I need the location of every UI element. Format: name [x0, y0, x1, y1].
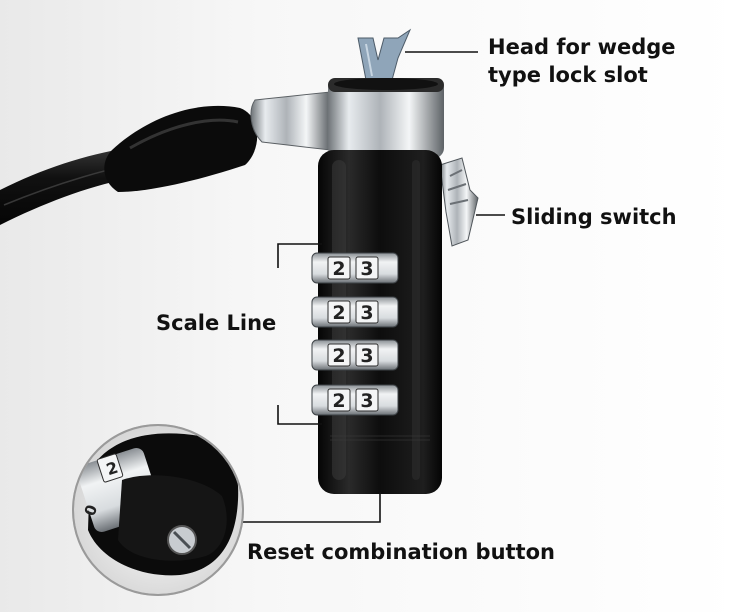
dial-digit: 2 — [332, 345, 345, 367]
grip-texture — [330, 435, 430, 441]
dial-digit: 3 — [360, 258, 373, 280]
dial-digit: 2 — [332, 302, 345, 324]
label-wedge-head: Head for wedge type lock slot — [488, 33, 676, 89]
combination-dials: 2 3 2 3 2 3 2 3 — [311, 252, 399, 416]
inset-dial-digit: 2 — [104, 458, 120, 480]
label-head-line1: Head for wedge — [488, 35, 676, 59]
label-scale-line: Scale Line — [156, 311, 277, 335]
label-head-line2: type lock slot — [488, 63, 648, 87]
reset-callout-line — [238, 492, 381, 523]
scale-line-callout-bottom — [277, 405, 322, 425]
clamp-bracket — [250, 91, 331, 151]
dial-digit: 3 — [360, 345, 373, 367]
dial-wheel[interactable]: 2 3 — [311, 296, 399, 328]
dial-digit: 2 — [332, 258, 345, 280]
dial-wheel[interactable]: 2 3 — [311, 339, 399, 371]
scale-line-callout-top — [277, 243, 322, 268]
chrome-collar — [328, 78, 444, 158]
dial-wheel[interactable]: 2 3 — [311, 252, 399, 284]
label-reset-button: Reset combination button — [247, 540, 555, 564]
dial-digit: 3 — [360, 302, 373, 324]
dial-digit: 2 — [332, 390, 345, 412]
cable-sleeve — [104, 105, 258, 192]
dial-digit: 3 — [360, 390, 373, 412]
dial-wheel[interactable]: 2 3 — [311, 384, 399, 416]
inset-zoom: 2 0 — [72, 424, 244, 596]
callout-lines — [238, 51, 505, 523]
label-sliding-switch: Sliding switch — [511, 205, 677, 229]
